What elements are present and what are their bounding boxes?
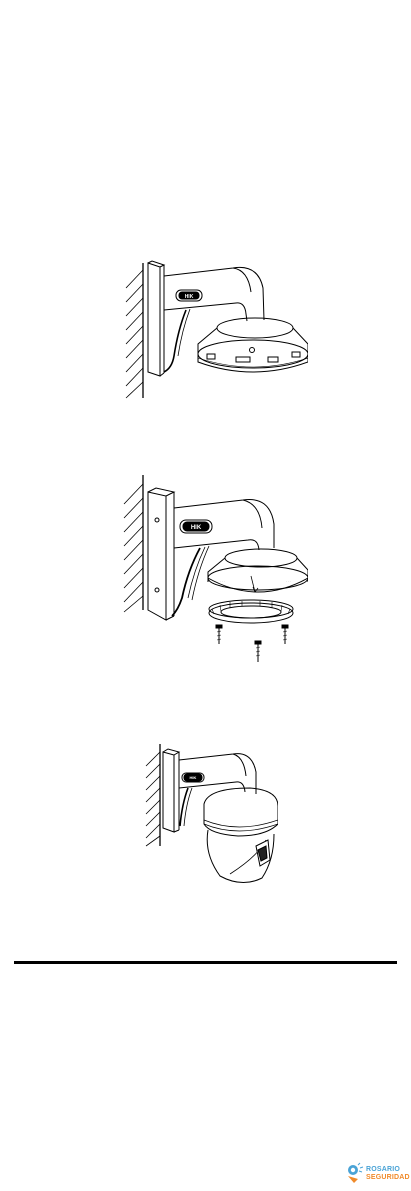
camera-mounted-figure: HIK — [138, 742, 278, 888]
bracket-mount-figure: HIK — [108, 258, 308, 400]
watermark-line2: SEGURIDAD — [366, 1174, 410, 1181]
page-divider — [14, 961, 397, 964]
svg-text:HIK: HIK — [185, 294, 194, 300]
camera-logo-icon — [344, 1161, 366, 1185]
screw-attach-figure: HIK · · · · · · — [108, 470, 308, 670]
watermark-line1: ROSARIO — [366, 1166, 400, 1173]
svg-text:· · ·: · · · — [286, 579, 291, 583]
svg-text:HIK: HIK — [190, 775, 197, 780]
watermark: ROSARIO SEGURIDAD — [344, 1161, 408, 1189]
svg-text:HIK: HIK — [191, 525, 202, 531]
svg-text:· · ·: · · · — [220, 579, 225, 583]
